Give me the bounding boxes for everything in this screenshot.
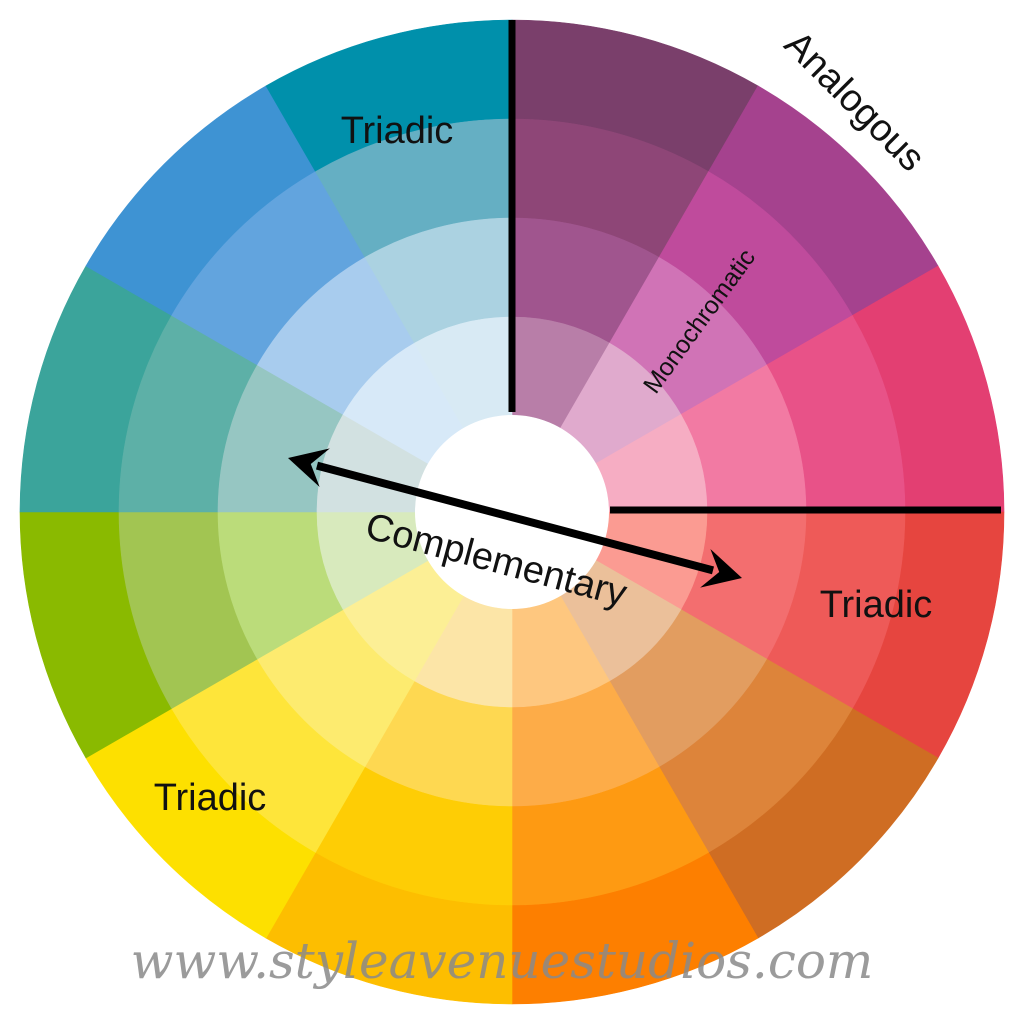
label-triadic-top: Triadic	[341, 110, 454, 152]
complementary-arrow	[288, 448, 742, 588]
label-triadic-right: Triadic	[820, 584, 933, 626]
center-hole	[415, 415, 609, 609]
color-wheel-segments	[19, 19, 1005, 1005]
watermark-url: www.styleavenuestudios.com	[131, 932, 874, 990]
analogous-dividers	[508, 20, 1001, 514]
arrowhead-right-icon	[700, 548, 742, 588]
arrowhead-left-icon	[288, 448, 330, 488]
label-triadic-left: Triadic	[154, 777, 267, 819]
arrow-shaft	[315, 461, 715, 575]
